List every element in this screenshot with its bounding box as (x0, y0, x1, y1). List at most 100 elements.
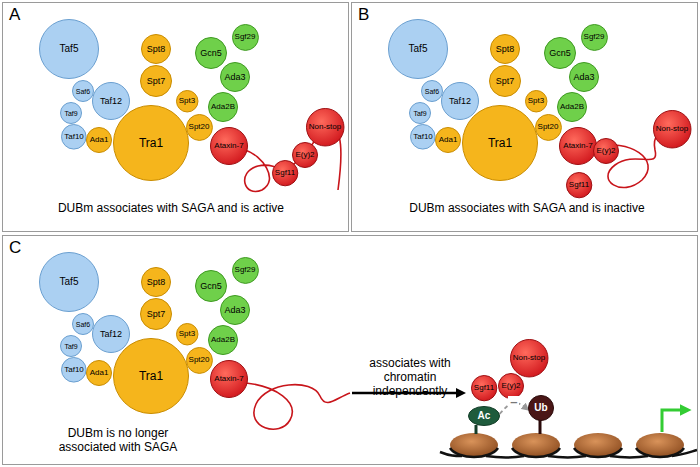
protein-circle: Sgf11 (471, 375, 497, 401)
arrow-label: associates with chromatin independently (345, 356, 475, 398)
protein-circle: Gcn5 (544, 37, 576, 69)
bubble-shape (61, 103, 82, 124)
protein-circle: Spt8 (141, 34, 171, 64)
protein-name: Taf12 (100, 96, 122, 107)
protein-name: Taf12 (449, 96, 471, 107)
transcription-arrow (662, 410, 682, 432)
protein-name: Taf10 (413, 132, 433, 142)
ubiquitin-stalk (539, 420, 542, 434)
protein-name: Spt20 (538, 122, 559, 132)
protein-circle: Spt7 (140, 65, 172, 97)
bubble-shape (653, 110, 690, 147)
panel-letter: C (9, 238, 21, 258)
bubble-shape (535, 114, 561, 140)
protein-name: Taf10 (64, 365, 84, 375)
protein-name: Tra1 (139, 136, 163, 150)
protein-circle: Sgf29 (232, 257, 259, 284)
protein-name: Spt3 (179, 329, 195, 339)
protein-circle: Spt20 (186, 347, 213, 374)
bubble-shape (176, 90, 197, 111)
figure-panel: BDUBm associates with SAGA and is inacti… (351, 2, 698, 232)
protein-name: Ataxin-7 (563, 141, 592, 151)
bubble-shape (566, 172, 591, 197)
protein-name: Spt7 (147, 309, 166, 320)
bubble-shape (87, 128, 112, 153)
bubble-shape (490, 66, 521, 97)
protein-circle: Spt7 (140, 298, 172, 330)
protein-name: Taf5 (409, 43, 428, 55)
protein-circle: Saf6 (72, 313, 94, 335)
nucleosome-array (440, 420, 697, 458)
bubble-shape (141, 299, 172, 330)
bubble-shape (93, 83, 130, 120)
protein-name: Taf9 (64, 342, 77, 351)
bubble-shape (570, 63, 599, 92)
protein-circle: Ada3 (569, 62, 599, 92)
bubble-shape (293, 143, 318, 168)
protein-name: Taf10 (64, 132, 84, 142)
protein-name: Spt8 (496, 44, 515, 55)
protein-name: Ataxin-7 (214, 141, 243, 151)
protein-circle: Ada1 (86, 127, 112, 153)
protein-name: Ada3 (224, 72, 245, 83)
protein-circle: Ada2B (208, 92, 238, 122)
bubble-shape (306, 108, 343, 145)
protein-name: Ada2B (211, 335, 235, 345)
bubble-shape (491, 35, 520, 64)
protein-name: Taf9 (413, 109, 426, 118)
bubble-shape (208, 325, 237, 354)
panel-caption: DUBm associates with SAGA and is inactiv… (377, 201, 677, 215)
protein-circle: Ada1 (435, 127, 461, 153)
bubble-shape (211, 128, 248, 165)
bubble-shape (141, 66, 172, 97)
bubble-shape (40, 253, 99, 312)
protein-name: Taf9 (64, 109, 77, 118)
protein-name: E(y)2 (596, 146, 615, 156)
protein-name: Sgf29 (235, 32, 256, 42)
protein-name: Taf5 (60, 276, 79, 288)
bubble-shape (186, 347, 212, 373)
bubble-shape (73, 314, 94, 335)
protein-circle: Saf6 (72, 80, 94, 102)
bubble-shape (87, 361, 112, 386)
protein-name: Taf12 (100, 329, 122, 340)
protein-circle: Taf9 (60, 102, 82, 124)
protein-circle: Taf5 (39, 19, 99, 79)
bubble-shape (221, 296, 250, 325)
protein-name: Ada3 (573, 72, 594, 83)
bubble-shape (62, 125, 87, 150)
protein-circle: Taf10 (410, 124, 436, 150)
protein-name: Sgf29 (584, 32, 605, 42)
protein-circle: Gcn5 (195, 270, 227, 302)
protein-circle: Taf10 (61, 124, 87, 150)
protein-circle: Sgf29 (581, 24, 608, 51)
protein-name: Spt3 (528, 96, 544, 106)
protein-circle: Sgf29 (232, 24, 259, 51)
protein-circle: Spt20 (186, 114, 213, 141)
bubble-shape (114, 339, 189, 414)
bubble-shape (557, 92, 586, 121)
protein-name: Spt8 (147, 277, 166, 288)
protein-circle: Saf6 (421, 80, 443, 102)
protein-name: Taf5 (60, 43, 79, 55)
protein-name: Non-stop (513, 353, 545, 363)
bubble-shape (114, 106, 189, 181)
protein-name: Sgf11 (275, 168, 295, 178)
protein-name: Gcn5 (200, 281, 222, 292)
protein-circle: Ada3 (220, 62, 250, 92)
protein-name: Ada1 (439, 135, 458, 145)
protein-circle: Taf9 (60, 335, 82, 357)
bubble-shape (442, 83, 479, 120)
panel-caption: DUBm associates with SAGA and is active (21, 201, 321, 215)
protein-name: Ada3 (224, 305, 245, 316)
bubble-shape (411, 125, 436, 150)
bubble-shape (422, 81, 443, 102)
dna-wrap (450, 448, 684, 457)
protein-name: Saf6 (76, 87, 90, 96)
protein-circle: Ada2B (557, 92, 587, 122)
bubble-shape (594, 139, 619, 164)
bubble-shape (186, 114, 212, 140)
panel-letter: A (9, 5, 20, 25)
